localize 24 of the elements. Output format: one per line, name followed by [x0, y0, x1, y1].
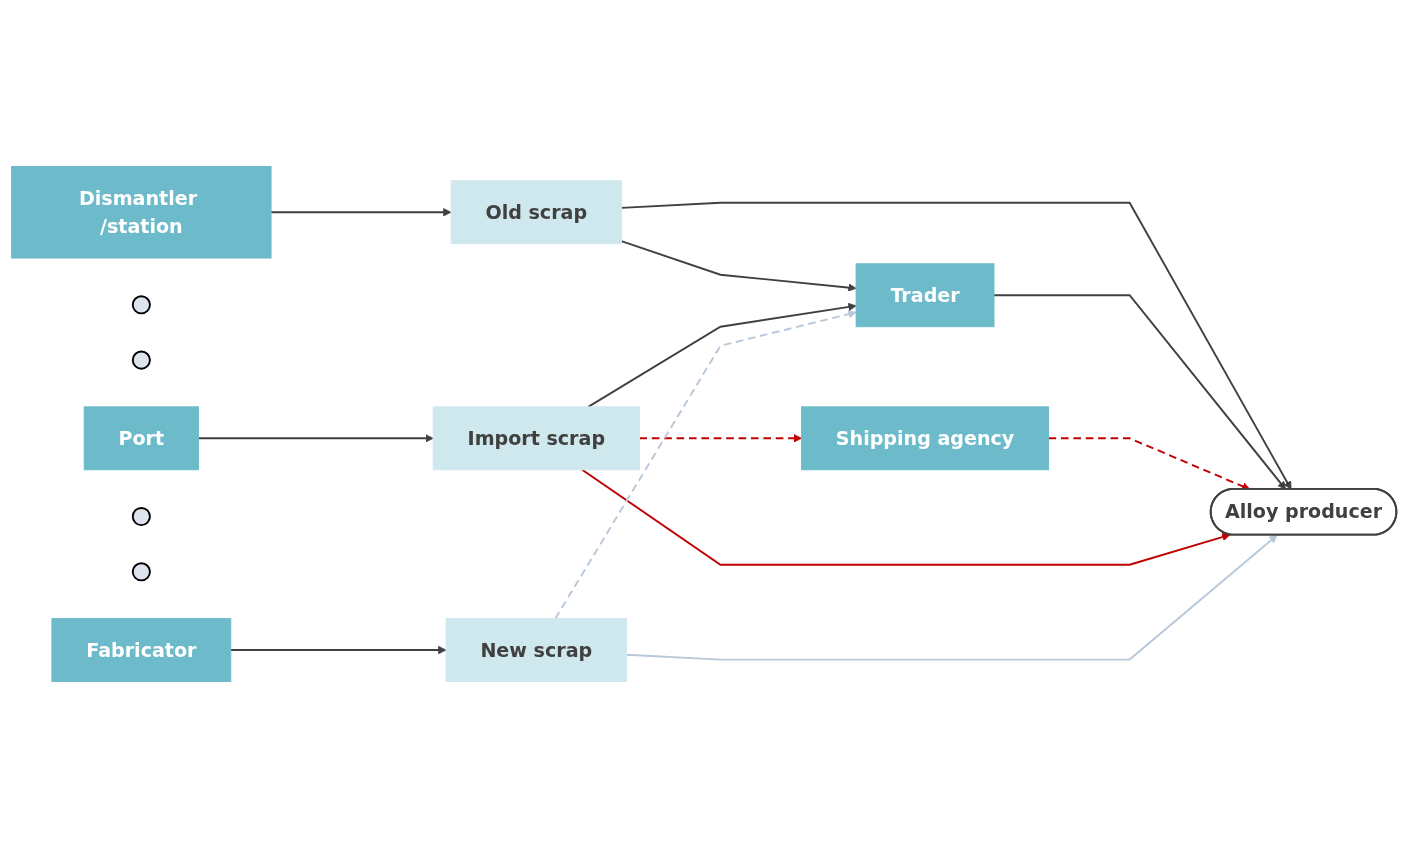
node-circle	[131, 561, 151, 581]
arrow	[993, 293, 1286, 490]
node-box: Shipping agency	[801, 405, 1050, 470]
node-circle	[131, 350, 151, 370]
arrow	[197, 433, 434, 442]
node-box: Old scrap	[450, 179, 622, 244]
node-circle	[131, 294, 151, 314]
arrow	[554, 309, 857, 620]
arrow	[581, 468, 1231, 566]
arrow	[625, 534, 1278, 661]
arrow	[587, 302, 857, 408]
node-box: Port	[83, 405, 199, 470]
node-box: Dismantler /station	[11, 165, 272, 258]
arrow	[1047, 436, 1251, 490]
arrow	[270, 207, 452, 216]
node-box: Fabricator	[51, 617, 232, 682]
node-box: New scrap	[445, 617, 627, 682]
arrow	[620, 239, 857, 292]
node-box: Import scrap	[432, 405, 640, 470]
node-circle	[131, 506, 151, 526]
arrow	[229, 645, 447, 654]
node-box: Trader	[855, 262, 995, 327]
arrow	[620, 201, 1292, 490]
arrow	[638, 433, 802, 442]
